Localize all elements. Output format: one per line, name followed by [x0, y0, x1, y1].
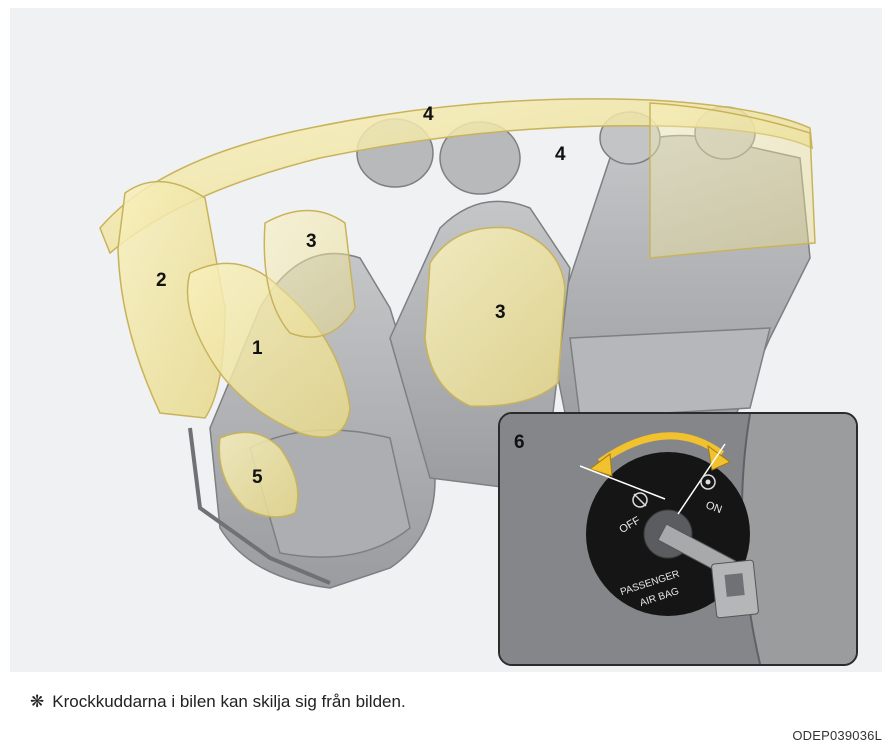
callout-6: 6: [514, 432, 525, 453]
callout-4-rear: 4: [555, 144, 566, 165]
callout-2: 2: [156, 270, 167, 291]
callout-5: 5: [252, 467, 263, 488]
airbag-diagram: 1 2 3 3 4 4 5: [10, 8, 882, 672]
footnote: ❋ Krockkuddarna i bilen kan skilja sig fr…: [30, 692, 406, 712]
callout-3-driver: 3: [306, 231, 317, 252]
passenger-airbag-switch-inset: OFF ON PASSENGER AIR BAG 6: [498, 412, 858, 666]
callout-3-passenger: 3: [495, 302, 506, 323]
footnote-mark: ❋: [30, 692, 44, 711]
image-code: ODEP039036L: [792, 728, 882, 743]
footnote-text: Krockkuddarna i bilen kan skilja sig frå…: [52, 692, 405, 711]
callout-1: 1: [252, 338, 263, 359]
switch-illustration: OFF ON PASSENGER AIR BAG 6: [500, 414, 856, 664]
callout-4-front: 4: [423, 104, 434, 125]
